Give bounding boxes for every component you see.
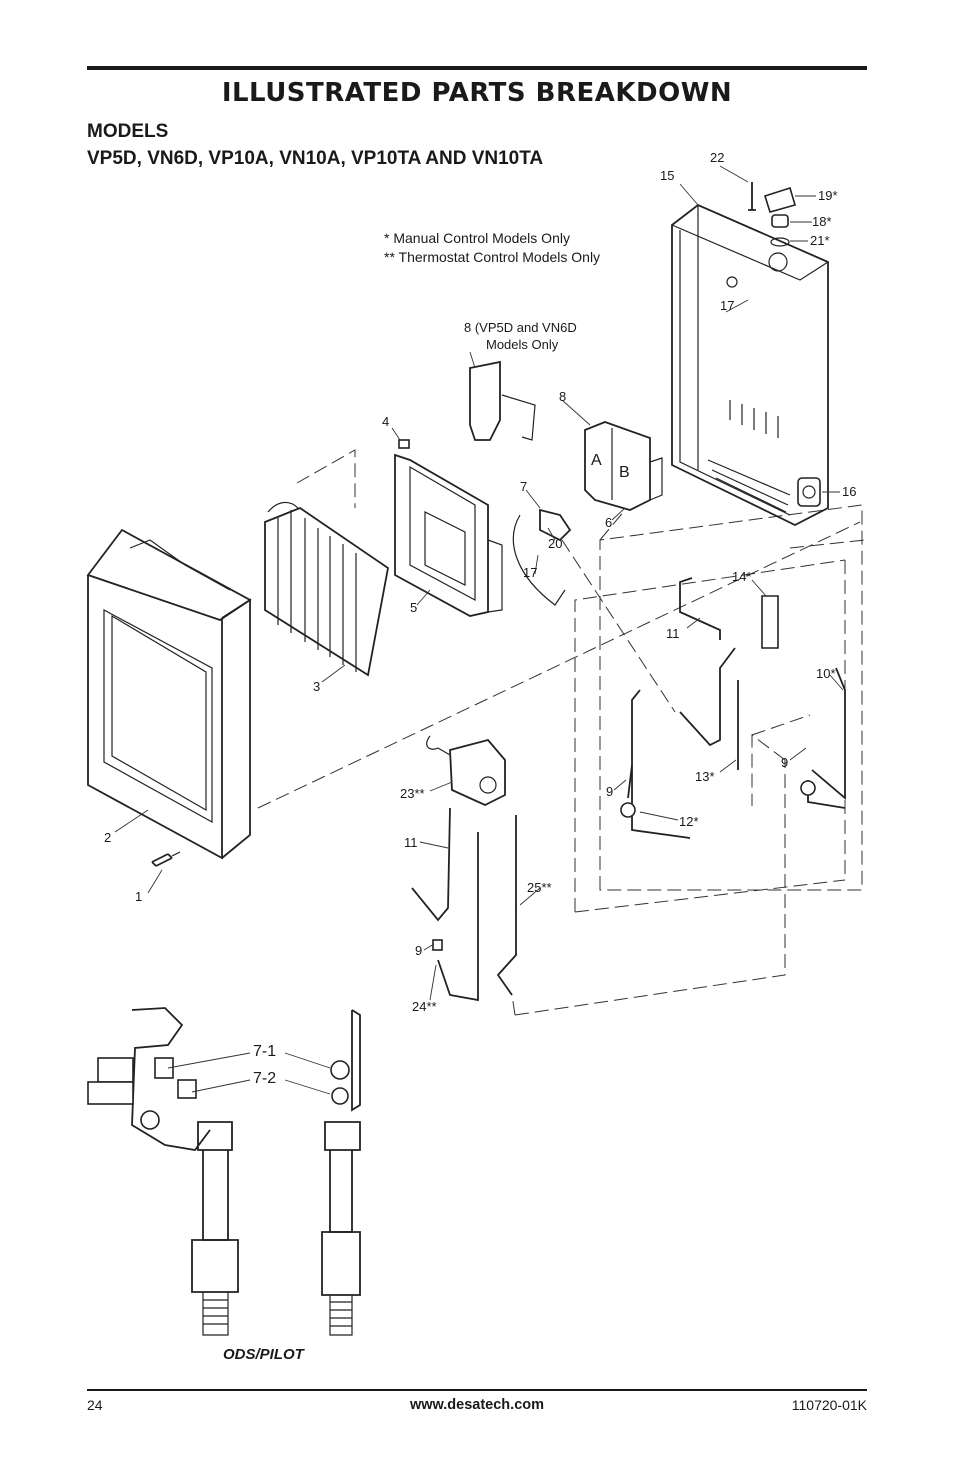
gas-valve-part-23 bbox=[426, 735, 506, 806]
page-number: 24 bbox=[87, 1397, 103, 1413]
callout-10: 10* bbox=[816, 666, 836, 681]
callout-7-1: 7-1 bbox=[253, 1043, 277, 1060]
callout-9-lower: 9 bbox=[415, 943, 423, 958]
manual-control-note: * Manual Control Models Only bbox=[384, 230, 570, 246]
callout-18: 18* bbox=[812, 214, 832, 229]
callout-7: 7 bbox=[520, 479, 528, 494]
callout-23: 23** bbox=[400, 786, 425, 801]
callout-19: 19* bbox=[818, 188, 838, 203]
callout-21: 21* bbox=[810, 233, 830, 248]
top-rule bbox=[87, 66, 867, 70]
assembly-guide-lines bbox=[257, 449, 866, 1016]
callout-2: 2 bbox=[104, 830, 112, 845]
cabinet-part-15 bbox=[671, 203, 829, 527]
knob-stack bbox=[748, 182, 796, 247]
models-list: VP5D, VN6D, VP10A, VN10A, VP10TA AND VN1… bbox=[87, 148, 544, 169]
callout-1: 1 bbox=[135, 889, 143, 904]
callout-17-upper: 17 bbox=[720, 298, 735, 313]
callout-11-lower: 11 bbox=[404, 835, 418, 850]
callout-22: 22 bbox=[710, 150, 725, 165]
callout-16: 16 bbox=[842, 484, 857, 499]
clip-part-4 bbox=[398, 439, 410, 449]
control-panel-alt-part-8 bbox=[469, 360, 536, 441]
pilot-assembly-part-7 bbox=[512, 508, 572, 606]
callout-5: 5 bbox=[410, 600, 418, 615]
callout-6: 6 bbox=[605, 515, 613, 530]
callout-15: 15 bbox=[660, 168, 675, 183]
callout-20: 20 bbox=[548, 536, 563, 551]
panel-a-label: A bbox=[591, 452, 602, 469]
callout-7-2: 7-2 bbox=[253, 1070, 277, 1087]
callout-24: 24** bbox=[412, 999, 437, 1014]
callout-3: 3 bbox=[313, 679, 321, 694]
panel-b-label: B bbox=[619, 464, 630, 481]
callout-leaders bbox=[114, 165, 844, 1095]
lower-tubing bbox=[411, 807, 517, 1002]
bottom-rule bbox=[87, 1389, 867, 1391]
front-casing-part-2 bbox=[86, 528, 252, 860]
page-title: ILLUSTRATED PARTS BREAKDOWN bbox=[221, 78, 733, 108]
callout-17-lower: 17 bbox=[523, 565, 538, 580]
callout-8-alt-line2: Models Only bbox=[486, 337, 559, 352]
callout-9-center: 9 bbox=[606, 784, 614, 799]
thermostat-control-note: ** Thermostat Control Models Only bbox=[384, 249, 601, 265]
website-link[interactable]: www.desatech.com bbox=[409, 1397, 545, 1413]
heat-exchanger-part-3 bbox=[264, 501, 389, 677]
document-number: 110720-01K bbox=[791, 1397, 867, 1413]
callout-8: 8 bbox=[559, 389, 567, 404]
callout-13: 13* bbox=[695, 769, 715, 784]
callout-9-right: 9 bbox=[781, 755, 789, 770]
ods-pilot-caption: ODS/PILOT bbox=[223, 1346, 304, 1363]
regulator-part-16 bbox=[797, 477, 821, 507]
callout-25: 25** bbox=[527, 880, 552, 895]
models-heading: MODELS bbox=[87, 121, 169, 142]
tubing-assemblies bbox=[620, 577, 846, 839]
callout-11-upper: 11 bbox=[666, 626, 680, 641]
ods-pilot-inset bbox=[87, 1007, 361, 1336]
callout-14: 14* bbox=[732, 569, 752, 584]
callout-8-alt-line1: 8 (VP5D and VN6D bbox=[464, 320, 577, 335]
callout-12: 12* bbox=[679, 814, 699, 829]
burner-box-part-5 bbox=[394, 453, 503, 617]
control-panel-part-8 bbox=[584, 421, 663, 511]
screw-part-1 bbox=[151, 851, 181, 867]
callout-4: 4 bbox=[382, 414, 390, 429]
